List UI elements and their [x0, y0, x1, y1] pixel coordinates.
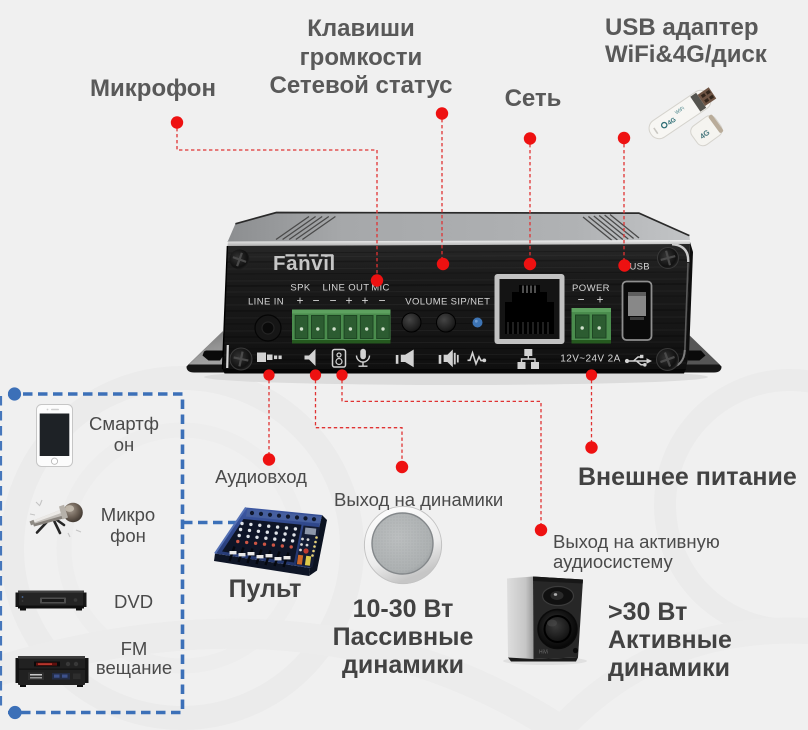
svg-text:WiFi: WiFi — [674, 106, 686, 117]
svg-text:−: − — [312, 294, 319, 308]
svg-text:+: + — [361, 294, 368, 308]
svg-text:VOLUME: VOLUME — [405, 297, 448, 308]
svg-text:−: − — [577, 293, 584, 307]
svg-text:SIP/NET: SIP/NET — [451, 297, 491, 308]
svg-text:12V~24V 2A: 12V~24V 2A — [560, 354, 620, 365]
svg-text:−: − — [329, 294, 336, 308]
svg-text:LINE IN: LINE IN — [248, 297, 284, 308]
svg-text:MIC: MIC — [371, 283, 390, 294]
svg-text:POWER: POWER — [572, 283, 610, 294]
svg-text:+: + — [596, 293, 603, 307]
svg-text:4G: 4G — [666, 116, 677, 127]
svg-text:HiVi: HiVi — [539, 650, 548, 656]
svg-text:−: − — [378, 294, 385, 308]
svg-text:USB: USB — [630, 262, 650, 273]
svg-text:SPK: SPK — [290, 283, 310, 294]
svg-text:LINE OUT: LINE OUT — [322, 283, 369, 294]
svg-text:+: + — [345, 294, 352, 308]
svg-text:Fanvil: Fanvil — [273, 252, 336, 275]
svg-text:+: + — [296, 294, 303, 308]
